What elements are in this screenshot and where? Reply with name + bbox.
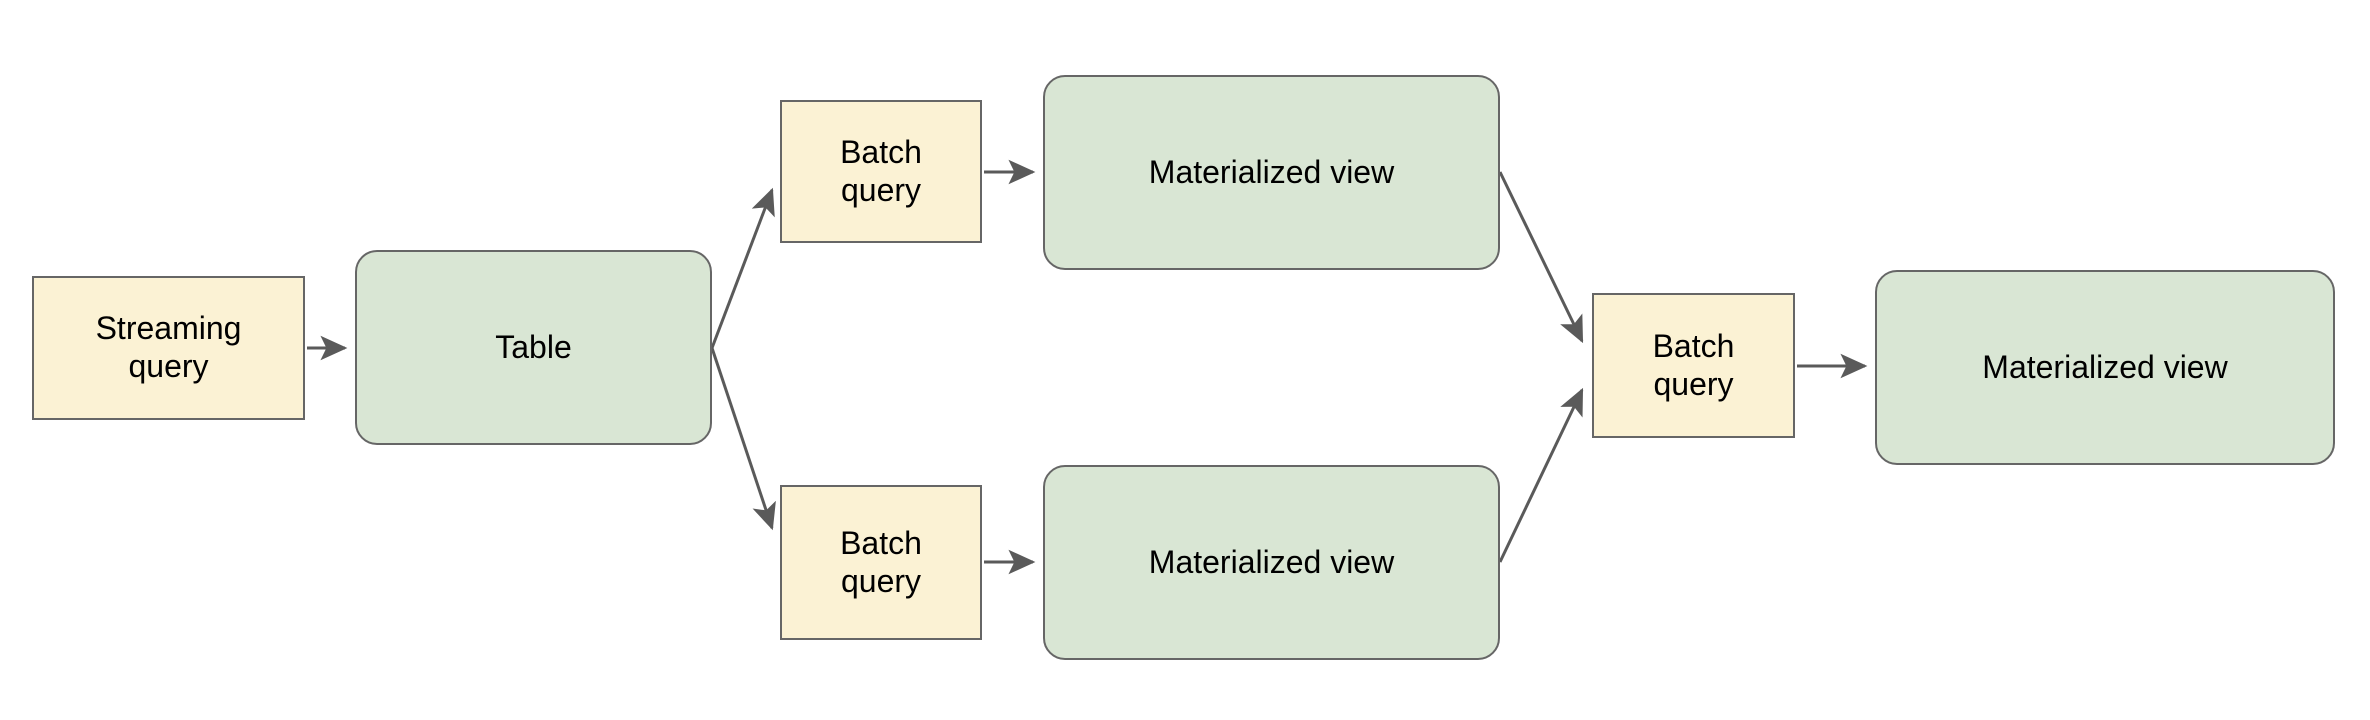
node-batch-query-bottom-label: Batch query — [840, 524, 922, 599]
node-materialized-view-top[interactable]: Materialized view — [1043, 75, 1500, 270]
node-materialized-view-bottom-label: Materialized view — [1148, 543, 1395, 580]
node-batch-query-center-label: Batch query — [1652, 327, 1735, 402]
node-table-label: Table — [495, 328, 572, 365]
node-materialized-view-bottom[interactable]: Materialized view — [1043, 465, 1500, 660]
node-batch-query-bottom[interactable]: Batch query — [780, 485, 982, 640]
node-materialized-view-right-label: Materialized view — [1982, 348, 2228, 385]
node-streaming-query[interactable]: Streaming query — [32, 276, 305, 420]
node-materialized-view-top-label: Materialized view — [1148, 153, 1395, 190]
edge-table-to-batch-query-top — [710, 187, 775, 349]
node-streaming-query-label: Streaming query — [95, 310, 242, 384]
node-table[interactable]: Table — [355, 250, 712, 445]
node-batch-query-top-label: Batch query — [840, 133, 922, 208]
node-batch-query-center[interactable]: Batch query — [1592, 293, 1795, 438]
edge-table-to-batch-query-bottom — [710, 347, 776, 531]
edge-materialized-view-bottom-to-batch-query-center — [1498, 387, 1584, 563]
node-batch-query-top[interactable]: Batch query — [780, 100, 982, 243]
node-materialized-view-right[interactable]: Materialized view — [1875, 270, 2335, 465]
edge-materialized-view-top-to-batch-query-center — [1498, 171, 1584, 344]
